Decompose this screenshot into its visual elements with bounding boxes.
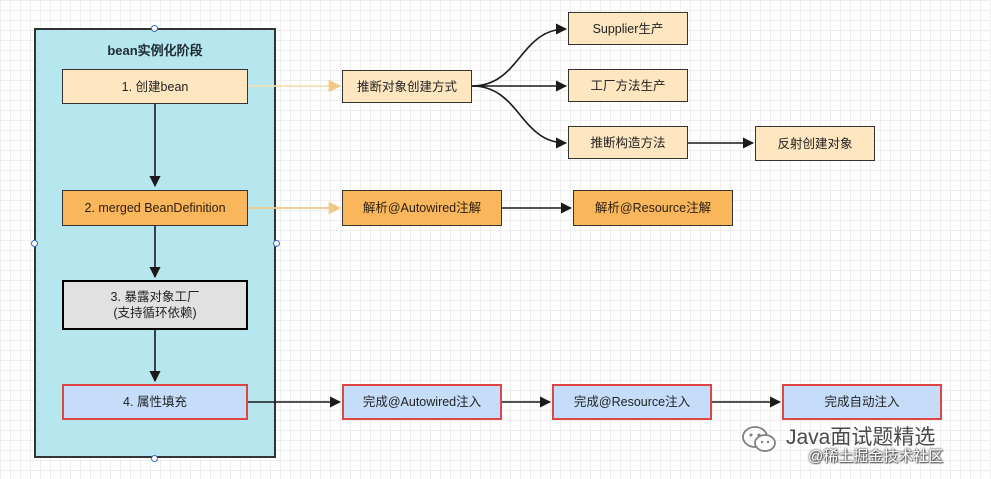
node-supplier-label: Supplier生产 [592,21,664,36]
watermark: Java面试题精选 @稀土掘金技术社区 [738,420,988,476]
node-done-resource-label: 完成@Resource注入 [573,395,691,409]
arrow-infer-to-infer-ctor [471,85,568,149]
watermark-title: Java面试题精选 [786,426,936,449]
node-supplier[interactable]: Supplier生产 [568,12,688,45]
node-done-autowired[interactable]: 完成@Autowired注入 [342,384,502,420]
node-parse-autowired[interactable]: 解析@Autowired注解 [342,190,502,226]
resize-handle-top[interactable] [151,25,158,32]
node-parse-resource-label: 解析@Resource注解 [594,201,712,215]
node-done-resource[interactable]: 完成@Resource注入 [552,384,712,420]
arrow-infer-to-supplier [471,23,568,87]
node-infer-label: 推断对象创建方式 [356,79,457,94]
node-parse-resource[interactable]: 解析@Resource注解 [573,190,733,226]
node-infer-constructor[interactable]: 推断构造方法 [568,126,688,159]
node-done-auto-inject[interactable]: 完成自动注入 [782,384,942,420]
step-merged-bean-definition[interactable]: 2. merged BeanDefinition [62,190,248,226]
node-infer-ctor-label: 推断构造方法 [590,135,666,150]
step-create-bean[interactable]: 1. 创建bean [62,69,248,104]
resize-handle-left[interactable] [31,240,38,247]
node-done-auto-label: 完成自动注入 [824,395,900,409]
step-expose-label: 3. 暴露对象工厂 (支持循环依赖) [110,290,200,320]
node-parse-autowired-label: 解析@Autowired注解 [362,201,482,215]
resize-handle-bottom[interactable] [151,455,158,462]
wechat-icon [742,426,776,452]
container-title: bean实例化阶段 [107,43,203,58]
node-reflect-label: 反射创建对象 [777,136,853,151]
node-infer-creation-method[interactable]: 推断对象创建方式 [342,70,472,103]
step-merged-label: 2. merged BeanDefinition [84,201,226,215]
watermark-subtitle: @稀土掘金技术社区 [808,448,944,465]
step-populate-properties[interactable]: 4. 属性填充 [62,384,248,420]
step-populate-label: 4. 属性填充 [123,395,187,409]
node-done-autowired-label: 完成@Autowired注入 [362,395,482,409]
node-factory-method-label: 工厂方法生产 [590,78,666,93]
node-reflect-create[interactable]: 反射创建对象 [755,126,875,161]
node-factory-method[interactable]: 工厂方法生产 [568,69,688,102]
resize-handle-right[interactable] [273,240,280,247]
step-expose-object-factory[interactable]: 3. 暴露对象工厂 (支持循环依赖) [62,280,248,330]
step-create-bean-label: 1. 创建bean [121,79,189,94]
